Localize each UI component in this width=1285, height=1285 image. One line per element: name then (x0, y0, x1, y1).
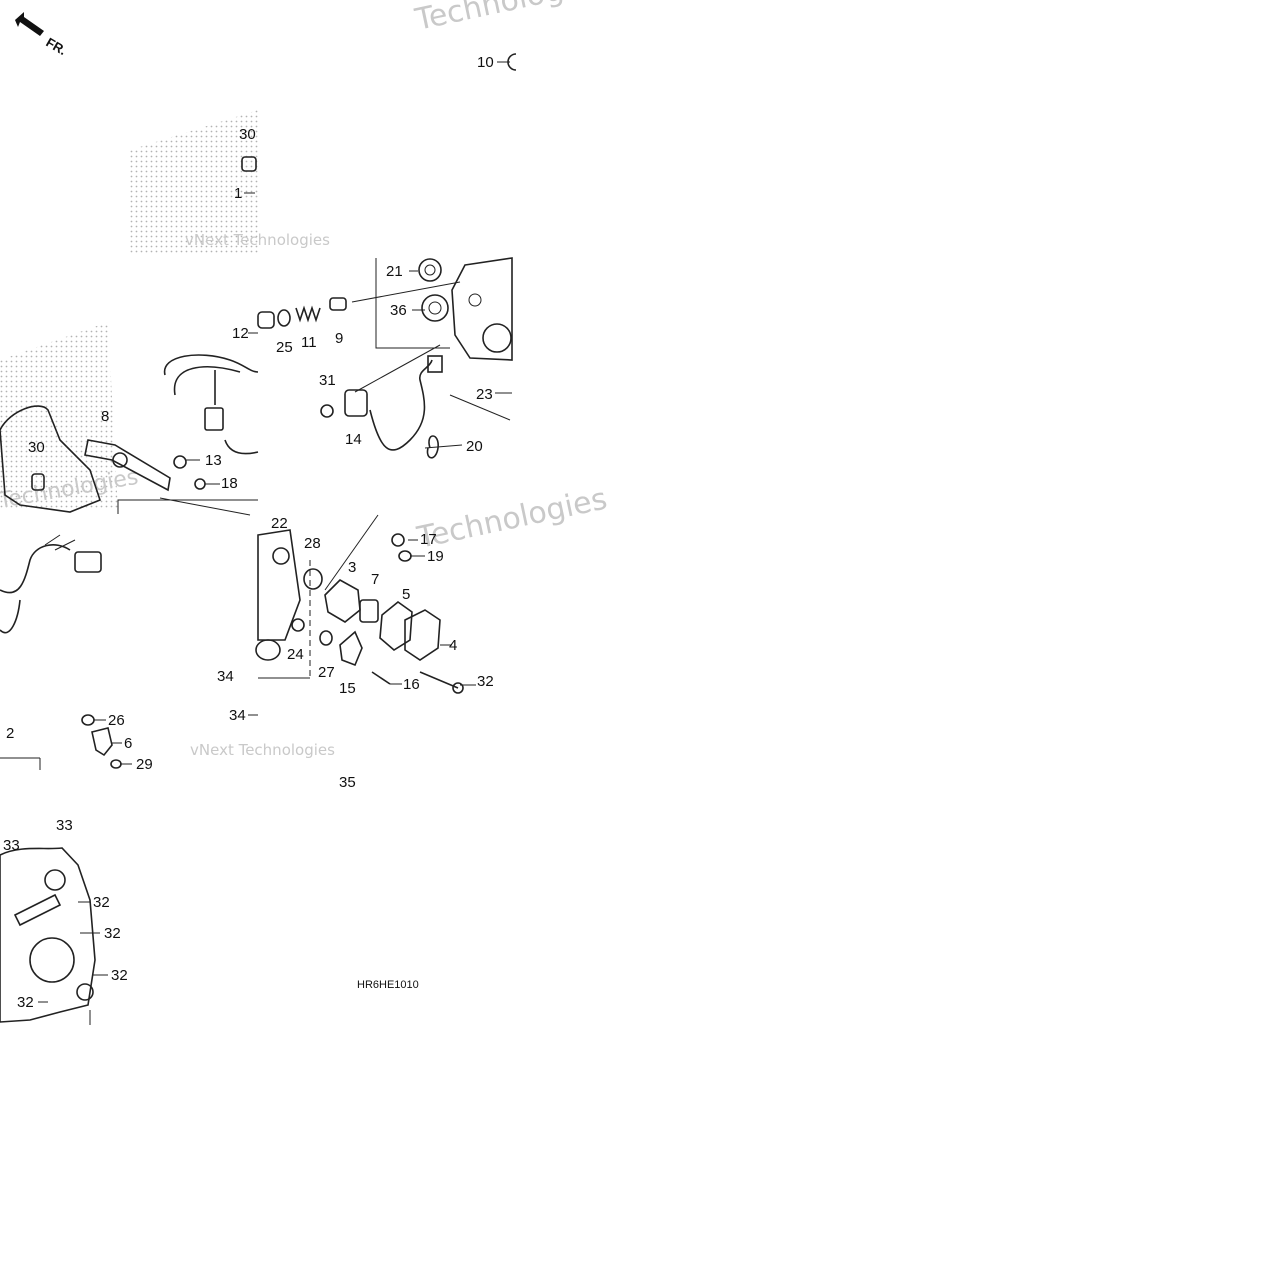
callout-15: 15 (339, 680, 356, 697)
callout-9: 9 (335, 330, 343, 347)
watermark-text: vNext Technologies (190, 741, 335, 759)
callout-26: 26 (108, 712, 125, 729)
front-direction-label: FR. (44, 35, 70, 58)
callout-1: 1 (234, 185, 242, 202)
callout-29: 29 (136, 756, 153, 773)
callout-34: 34 (229, 707, 246, 724)
front-direction-arrow-icon (15, 12, 44, 36)
callout-3: 3 (348, 559, 356, 576)
callout-32: 32 (93, 894, 110, 911)
watermark-text: Technologies (411, 0, 608, 38)
callout-32: 32 (111, 967, 128, 984)
callout-30: 30 (28, 439, 45, 456)
callout-2: 2 (6, 725, 14, 742)
callout-labels: 10 30 1 21 36 12 25 11 9 31 23 8 14 20 3… (3, 54, 494, 1011)
callout-4: 4 (449, 637, 457, 654)
callout-22: 22 (271, 515, 288, 532)
callout-32: 32 (477, 673, 494, 690)
callout-14: 14 (345, 431, 362, 448)
callout-5: 5 (402, 586, 410, 603)
callout-32: 32 (104, 925, 121, 942)
callout-6: 6 (124, 735, 132, 752)
callout-16: 16 (403, 676, 420, 693)
callout-27: 27 (318, 664, 335, 681)
callout-33: 33 (3, 837, 20, 854)
callout-18: 18 (221, 475, 238, 492)
callout-11: 11 (301, 334, 317, 351)
callout-7: 7 (371, 571, 379, 588)
callout-35: 35 (339, 774, 356, 791)
callout-10: 10 (477, 54, 494, 71)
leader-lines (0, 61, 512, 1025)
callout-28: 28 (304, 535, 321, 552)
callout-13: 13 (205, 452, 222, 469)
callout-19: 19 (427, 548, 444, 565)
callout-31: 31 (319, 372, 336, 389)
watermark-text: Technologies (413, 482, 610, 557)
callout-20: 20 (466, 438, 483, 455)
callout-21: 21 (386, 263, 403, 280)
watermark-wing-lower (0, 322, 118, 510)
callout-23: 23 (476, 386, 493, 403)
callout-32: 32 (17, 994, 34, 1011)
callout-30: 30 (239, 126, 256, 143)
part-drawings (0, 53, 517, 1023)
callout-12: 12 (232, 325, 249, 342)
callout-25: 25 (276, 339, 293, 356)
watermark-wing-upper (130, 110, 258, 255)
callout-36: 36 (390, 302, 407, 319)
callout-24: 24 (287, 646, 304, 663)
callout-8: 8 (101, 408, 109, 425)
watermark-text: vNext Technologies (185, 231, 330, 249)
callout-33: 33 (56, 817, 73, 834)
callout-34: 34 (217, 668, 234, 685)
callout-17: 17 (420, 531, 437, 548)
diagram-code: HR6HE1010 (357, 979, 419, 991)
